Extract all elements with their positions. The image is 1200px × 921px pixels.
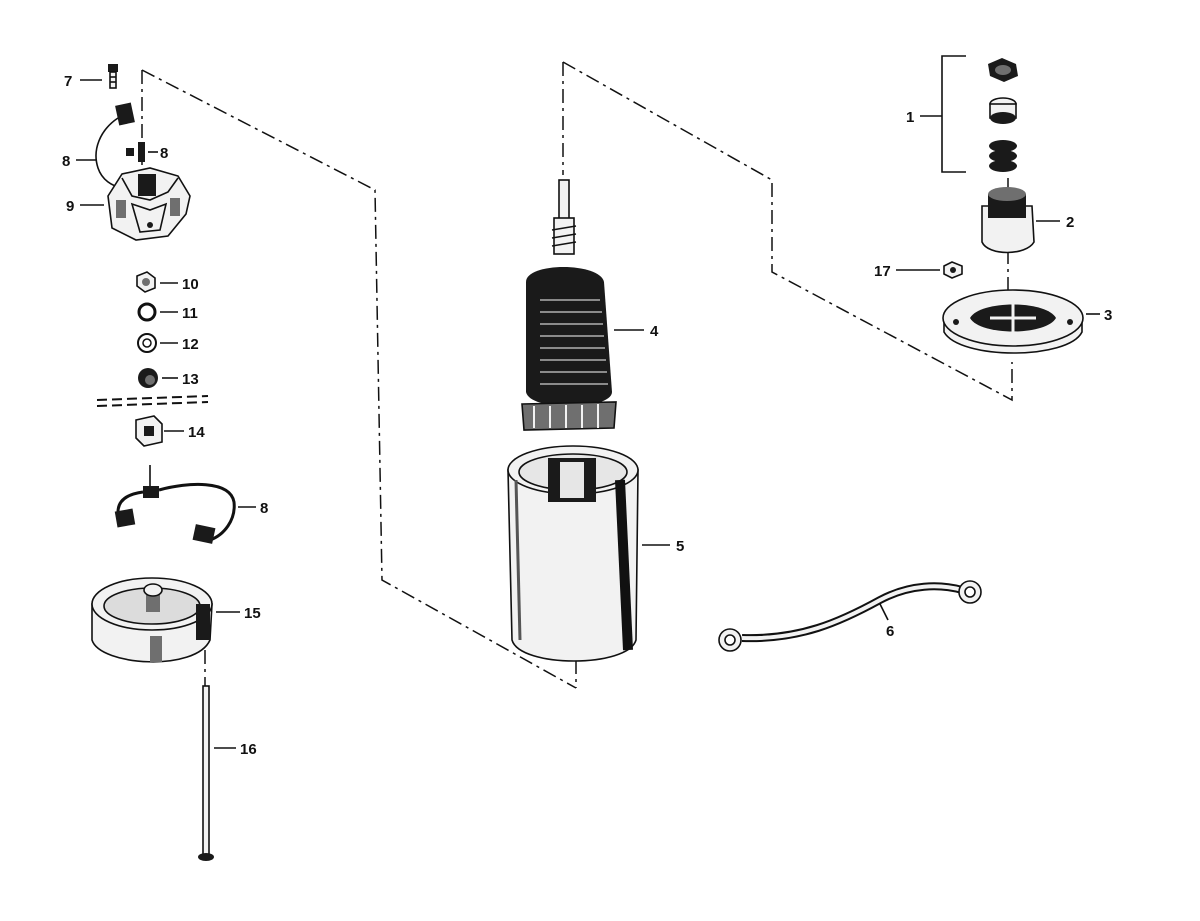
part-15-end-cap [91, 577, 213, 663]
assembly-lines [96, 61, 1013, 690]
part-7-screw [108, 64, 118, 89]
callout-9: 9 [66, 198, 74, 215]
callout-17: 17 [874, 263, 891, 280]
callout-8-lower: 8 [260, 500, 268, 517]
callout-6: 6 [886, 623, 894, 640]
callout-14: 14 [188, 424, 205, 441]
callout-8-right: 8 [160, 145, 168, 162]
callout-12: 12 [182, 336, 199, 353]
callout-10: 10 [182, 276, 199, 293]
callout-2: 2 [1066, 214, 1074, 231]
part-16-through-bolt [198, 685, 214, 861]
part-11-lock-washer [137, 302, 157, 322]
part-4-armature [521, 179, 617, 431]
part-13-insulator [138, 368, 158, 388]
part-10-nut [136, 271, 156, 293]
callout-15: 15 [244, 605, 261, 622]
part-12-washer [137, 333, 157, 353]
callout-5: 5 [676, 538, 684, 555]
part-6-cable [718, 580, 982, 652]
leader-lines [76, 79, 1100, 749]
callout-8-left: 8 [62, 153, 70, 170]
part-17-nut [943, 261, 963, 279]
callout-7: 7 [64, 73, 72, 90]
callout-1: 1 [906, 109, 914, 126]
part-3-end-plate [942, 289, 1084, 354]
part-2-drive-pinion [981, 187, 1035, 254]
part-8-brush-lower [114, 465, 236, 544]
part-8-brush-upper [95, 102, 145, 189]
callout-13: 13 [182, 371, 199, 388]
callout-11: 11 [182, 305, 198, 322]
callout-labels: 1 2 3 4 5 6 7 8 8 9 10 11 12 13 14 8 15 … [62, 73, 1112, 758]
part-9-brush-holder [107, 167, 191, 241]
part-14-terminal-insulator [135, 415, 163, 447]
callout-16: 16 [240, 741, 257, 758]
part-1-drive-nut-collar-spring [941, 55, 1018, 173]
callout-4: 4 [650, 323, 659, 340]
part-5-field-frame [507, 445, 639, 662]
callout-3: 3 [1104, 307, 1112, 324]
